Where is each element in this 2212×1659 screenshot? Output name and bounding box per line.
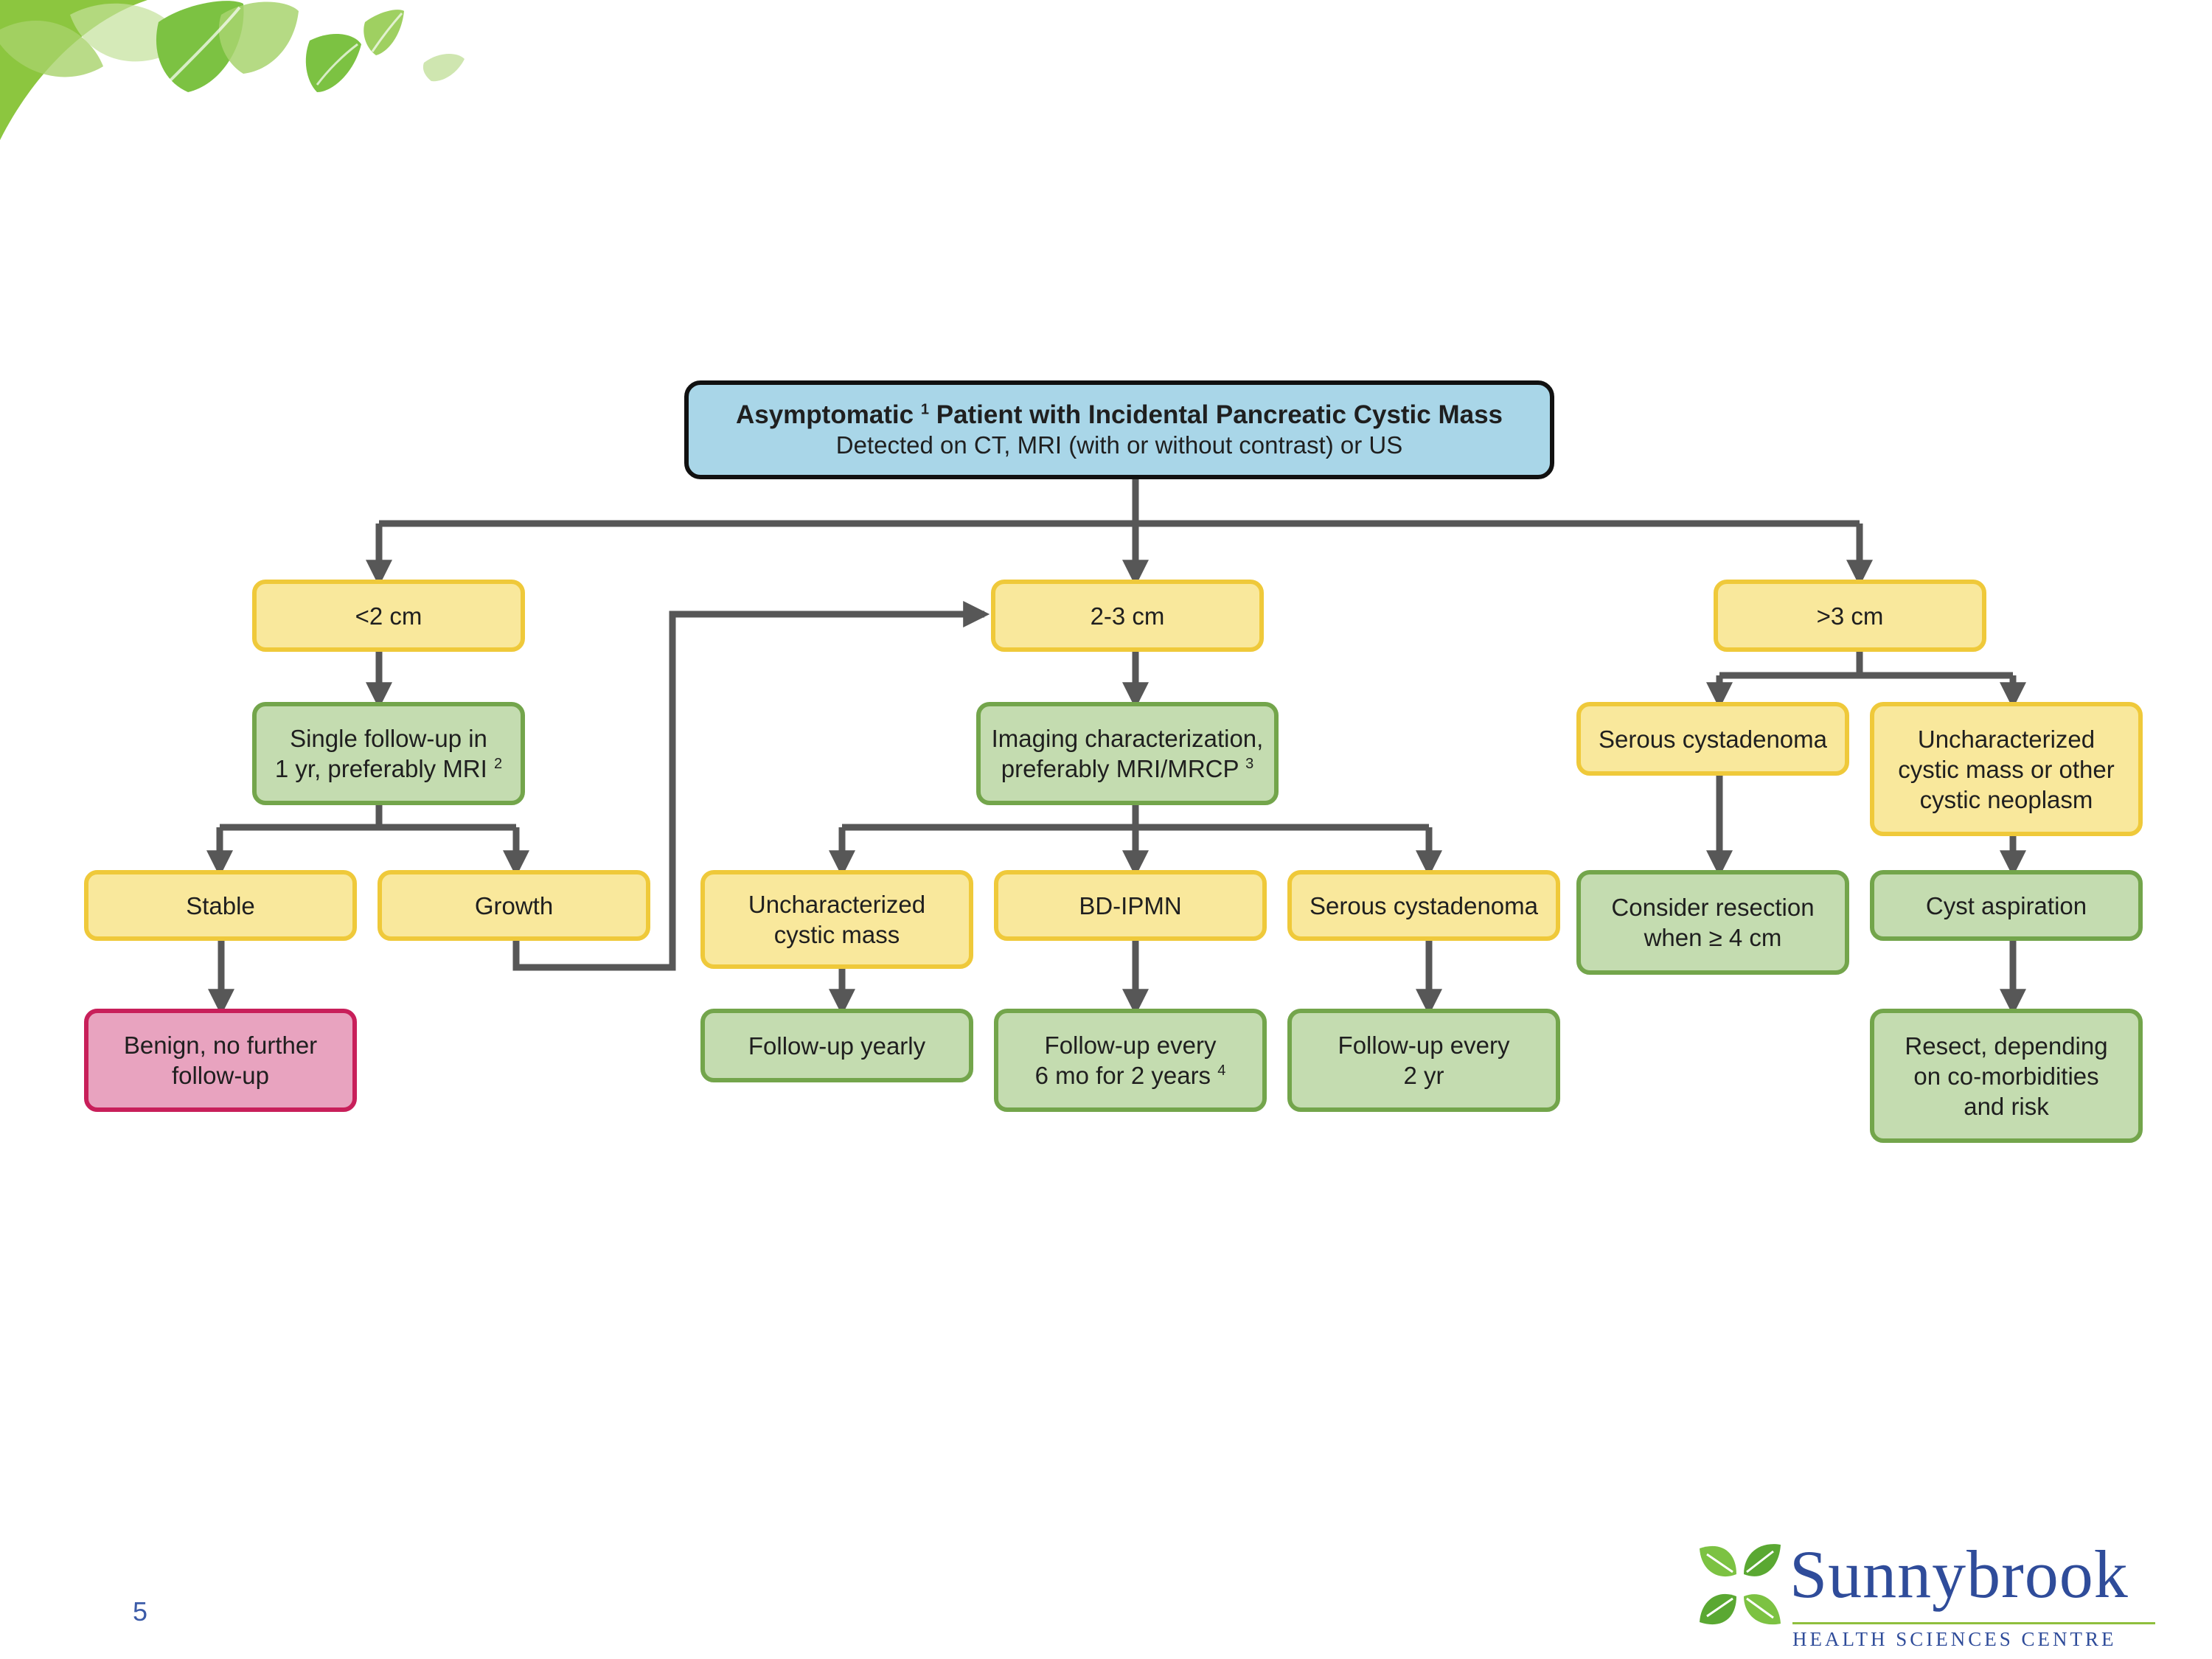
node-label-line2: follow-up (171, 1062, 270, 1089)
node-label-line1: Single follow-up in (290, 725, 487, 752)
node-size-lt-2cm: <2 cm (252, 580, 525, 652)
node-size-2-3cm: 2-3 cm (991, 580, 1264, 652)
node-serous-cystadenoma-right: Serous cystadenoma (1576, 702, 1849, 776)
node-follow-up-yearly: Follow-up yearly (700, 1009, 973, 1082)
node-label: >3 cm (1816, 602, 1884, 630)
node-imaging-characterization: Imaging characterization, preferably MRI… (976, 702, 1279, 805)
node-label-line2: 1 yr, preferably MRI 2 (274, 755, 503, 782)
node-label-line2: preferably MRI/MRCP 3 (1001, 755, 1254, 782)
leaf-cluster-icon (1700, 1544, 1781, 1625)
logo-subtitle: HEALTH SCIENCES CENTRE (1792, 1628, 2117, 1650)
node-label: Follow-up yearly (748, 1032, 926, 1060)
node-label: Cyst aspiration (1925, 891, 2087, 919)
logo-divider (1792, 1622, 2155, 1624)
node-serous-cystadenoma-middle: Serous cystadenoma (1287, 870, 1560, 941)
logo-name: Sunnybrook (1790, 1537, 2129, 1612)
node-label: 2-3 cm (1090, 602, 1165, 630)
node-label-line1: Consider resection (1611, 894, 1815, 921)
node-resect: Resect, depending on co-morbidities and … (1870, 1009, 2143, 1143)
node-follow-up-6mo: Follow-up every 6 mo for 2 years 4 (994, 1009, 1267, 1112)
node-label-line3: cystic neoplasm (1919, 785, 2093, 813)
footnote-4: 4 (1217, 1062, 1226, 1079)
node-label-line1: Uncharacterized (748, 891, 926, 918)
root-title-line2: Detected on CT, MRI (with or without con… (835, 431, 1403, 459)
node-uncharacterized-other: Uncharacterized cystic mass or other cys… (1870, 702, 2143, 836)
root-title-line1: Asymptomatic 1 Patient with Incidental P… (735, 400, 1503, 429)
node-label: Serous cystadenoma (1309, 891, 1538, 919)
page-number: 5 (133, 1596, 148, 1627)
node-label-line2: 2 yr (1403, 1062, 1444, 1089)
node-label-line1: Benign, no further (123, 1032, 318, 1059)
node-label: Serous cystadenoma (1598, 725, 1827, 753)
node-single-follow-up: Single follow-up in 1 yr, preferably MRI… (252, 702, 525, 805)
node-label-line1: Follow-up every (1338, 1032, 1510, 1059)
sunnybrook-logo: Sunnybrook HEALTH SCIENCES CENTRE (1692, 1537, 2164, 1650)
node-label-line1: Imaging characterization, (991, 725, 1264, 752)
node-growth: Growth (378, 870, 650, 941)
node-label-line2: cystic mass or other (1898, 755, 2115, 783)
footnote-3: 3 (1245, 756, 1254, 772)
root-node-asymptomatic-patient: Asymptomatic 1 Patient with Incidental P… (684, 380, 1554, 479)
node-label-line3: and risk (1964, 1092, 2049, 1120)
node-label-line2: when ≥ 4 cm (1644, 924, 1782, 951)
node-label-line2: cystic mass (773, 921, 900, 948)
node-label-line2: 6 mo for 2 years 4 (1034, 1062, 1226, 1089)
node-benign-no-follow-up: Benign, no further follow-up (84, 1009, 357, 1112)
node-stable: Stable (84, 870, 357, 941)
decorative-leaves (0, 0, 465, 140)
node-label: BD-IPMN (1079, 891, 1182, 919)
footnote-1: 1 (920, 401, 929, 418)
node-follow-up-2yr: Follow-up every 2 yr (1287, 1009, 1560, 1112)
node-uncharacterized-cystic-mass: Uncharacterized cystic mass (700, 870, 973, 969)
node-label-line1: Follow-up every (1044, 1032, 1217, 1059)
footnote-2: 2 (493, 756, 503, 772)
node-label-line1: Resect, depending (1905, 1032, 2108, 1060)
node-cyst-aspiration: Cyst aspiration (1870, 870, 2143, 941)
node-label: Stable (186, 891, 255, 919)
node-label-line1: Uncharacterized (1917, 725, 2096, 753)
node-consider-resection: Consider resection when ≥ 4 cm (1576, 870, 1849, 975)
node-size-gt-3cm: >3 cm (1714, 580, 1986, 652)
node-bd-ipmn: BD-IPMN (994, 870, 1267, 941)
node-label-line2: on co-morbidities (1913, 1062, 2099, 1090)
node-label: <2 cm (355, 602, 422, 630)
node-label: Growth (474, 891, 554, 919)
